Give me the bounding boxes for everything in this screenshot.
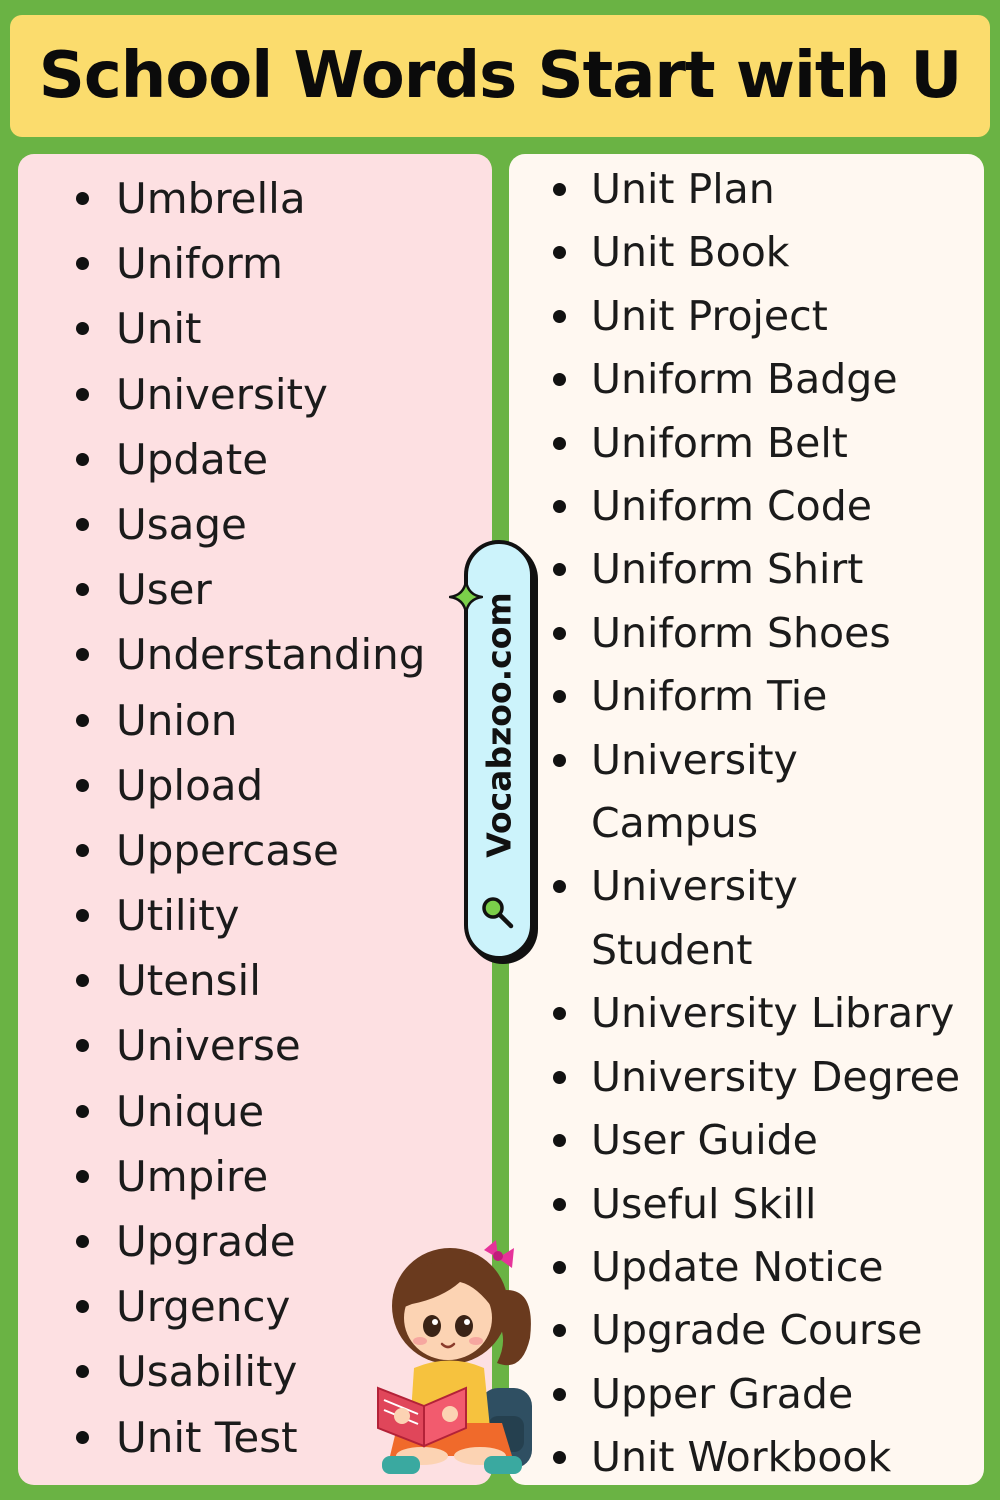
list-item: Uniform Belt xyxy=(509,412,971,475)
word-text: University Library xyxy=(591,989,955,1038)
word-text: Unit xyxy=(116,304,202,354)
word-text: Uppercase xyxy=(116,825,339,875)
word-text: Update xyxy=(116,434,269,484)
word-text: Uniform Tie xyxy=(591,672,828,721)
word-text: Unit Workbook xyxy=(591,1433,892,1482)
list-item: Usage xyxy=(18,492,425,557)
word-text: User xyxy=(116,565,212,615)
word-text: Upload xyxy=(116,760,264,810)
word-text: Unit Test xyxy=(116,1412,298,1462)
word-text: Understanding xyxy=(116,630,426,680)
word-text: Union xyxy=(116,695,238,745)
word-text: Universe xyxy=(116,1021,301,1071)
word-text: Usability xyxy=(116,1347,298,1397)
list-item: Uniform Shirt xyxy=(509,538,971,601)
word-text: Umbrella xyxy=(116,174,306,223)
word-text: Usage xyxy=(116,499,247,549)
list-item: Understanding xyxy=(18,622,425,687)
list-item: Unit Test xyxy=(18,1405,425,1470)
list-item: Unit Book xyxy=(509,221,971,284)
list-item: Unit xyxy=(18,296,425,361)
list-item: Useful Skill xyxy=(509,1173,971,1236)
list-item: Uniform xyxy=(18,231,425,296)
girl-reading-illustration xyxy=(377,1240,532,1474)
list-item: Umbrella xyxy=(18,166,425,231)
list-item: Uppercase xyxy=(18,818,425,883)
word-text: Unique xyxy=(116,1086,265,1136)
word-text: Upgrade xyxy=(116,1217,296,1266)
list-item: Upper Grade xyxy=(509,1363,971,1426)
list-item: University Library xyxy=(509,982,971,1045)
list-item: Unit Workbook xyxy=(509,1426,971,1485)
title-banner: School Words Start with U xyxy=(10,15,990,137)
word-text: University Student xyxy=(591,862,798,974)
list-item: Unique xyxy=(18,1079,425,1144)
word-text: Uniform xyxy=(116,239,283,289)
list-item: Umpire xyxy=(18,1144,425,1209)
word-text: Urgency xyxy=(116,1282,291,1332)
watermark-badge: Vocabzoo.com xyxy=(464,540,534,960)
list-item: User Guide xyxy=(509,1109,971,1172)
list-item: Uniform Shoes xyxy=(509,602,971,665)
list-item: Urgency xyxy=(18,1274,425,1339)
list-item: University Degree xyxy=(509,1046,971,1109)
list-item: University Student xyxy=(509,855,971,982)
word-text: Useful Skill xyxy=(591,1179,817,1228)
word-text: Update Notice xyxy=(591,1242,884,1291)
word-text: Umpire xyxy=(116,1151,269,1201)
word-text: Upgrade Course xyxy=(591,1306,923,1355)
word-text: Uniform Badge xyxy=(591,355,898,404)
word-text: Upper Grade xyxy=(591,1369,854,1418)
list-item: Uniform Badge xyxy=(509,348,971,411)
list-item: Uniform Code xyxy=(509,475,971,538)
word-text: Unit Book xyxy=(591,228,790,277)
list-item: Uniform Tie xyxy=(509,665,971,728)
word-text: Uniform Belt xyxy=(591,418,848,467)
word-text: Uniform Code xyxy=(591,482,872,531)
list-item: Update xyxy=(18,427,425,492)
word-text: Utensil xyxy=(116,956,261,1006)
word-text: Unit Project xyxy=(591,291,828,340)
list-item: Union xyxy=(18,688,425,753)
page-title: School Words Start with U xyxy=(38,39,963,113)
word-text: University Campus xyxy=(591,735,798,848)
list-item: Utensil xyxy=(18,948,425,1013)
word-text: Uniform Shoes xyxy=(591,608,891,657)
list-item: Update Notice xyxy=(509,1236,971,1299)
word-text: Unit Plan xyxy=(591,165,775,213)
word-text: User Guide xyxy=(591,1116,818,1165)
list-item: Unit Plan xyxy=(509,158,971,221)
magnifier-icon xyxy=(482,897,514,929)
word-text: University Degree xyxy=(591,1052,961,1101)
watermark-text: Vocabzoo.com xyxy=(479,592,519,859)
word-text: University xyxy=(116,369,328,419)
list-item: Unit Project xyxy=(509,285,971,348)
sparkle-icon xyxy=(449,580,483,614)
word-text: Uniform Shirt xyxy=(591,545,864,594)
list-item: Upload xyxy=(18,753,425,818)
list-item: Upgrade Course xyxy=(509,1299,971,1362)
list-item: University xyxy=(18,362,425,427)
list-item: Utility xyxy=(18,883,425,948)
list-item: Usability xyxy=(18,1339,425,1404)
list-item: Upgrade xyxy=(18,1209,425,1274)
list-item: Universe xyxy=(18,1013,425,1078)
list-item: University Campus xyxy=(509,729,971,856)
word-text: Utility xyxy=(116,891,240,941)
list-item: User xyxy=(18,557,425,622)
